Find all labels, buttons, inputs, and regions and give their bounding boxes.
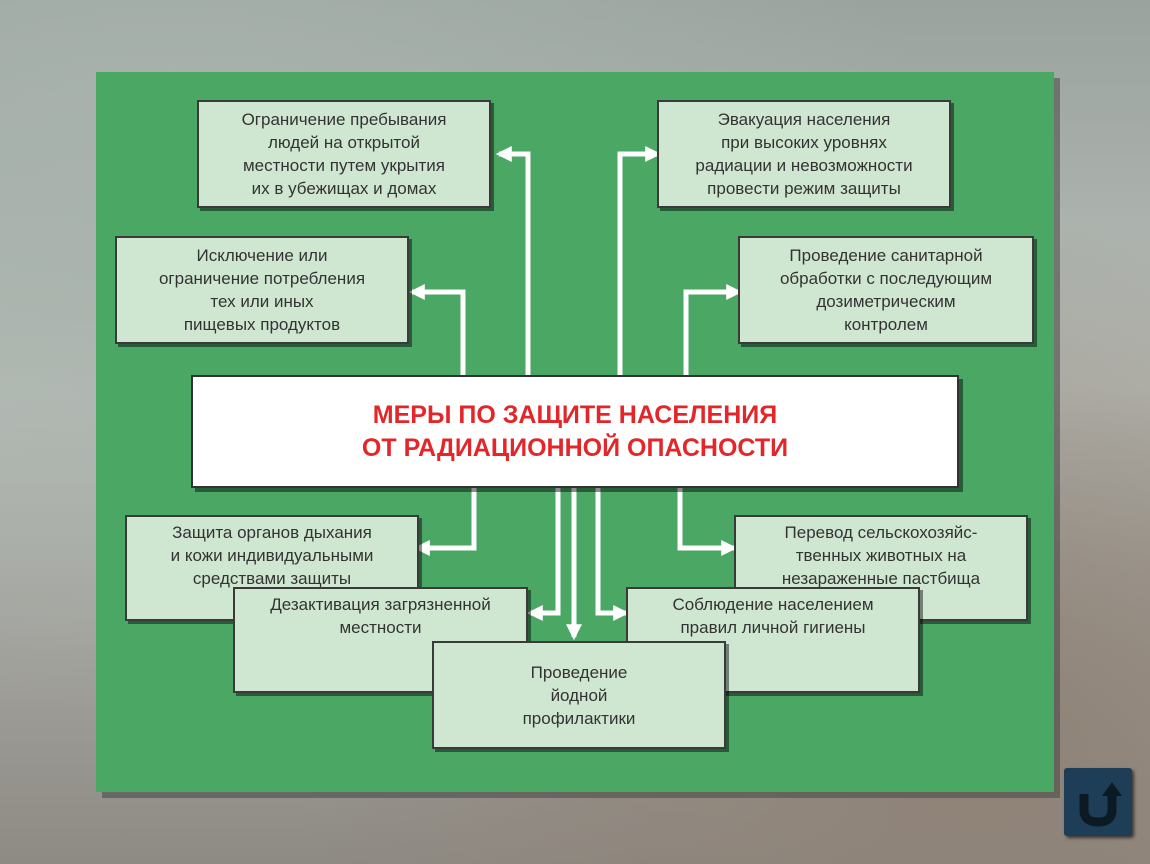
arrow-to-livestock	[677, 488, 738, 557]
box-shelter: Ограничение пребывания людей на открытой…	[197, 100, 491, 208]
box-respiratory-text: Защита органов дыхания и кожи индивидуал…	[170, 523, 374, 588]
box-iodine-text: Проведение йодной профилактики	[522, 662, 636, 728]
connector-arrows	[408, 145, 743, 641]
box-sanitary-text: Проведение санитарной обработки с послед…	[779, 246, 993, 334]
arrow-to-decontamination	[526, 488, 561, 622]
center-title-box: МЕРЫ ПО ЗАЩИТЕ НАСЕЛЕНИЯ ОТ РАДИАЦИОННОЙ…	[191, 375, 959, 488]
box-food: Исключение или ограничение потребления т…	[115, 236, 409, 344]
arrow-to-respiratory	[413, 488, 477, 557]
arrow-to-shelter	[495, 145, 531, 375]
box-livestock-text: Перевод сельскохозяйс- твенных животных …	[781, 523, 981, 588]
return-arrow-icon	[1079, 782, 1122, 827]
arrow-to-hygiene	[595, 488, 630, 622]
box-shelter-text: Ограничение пребывания людей на открытой…	[241, 110, 447, 198]
arrow-to-sanitary	[683, 283, 743, 375]
arrow-to-evacuation	[617, 145, 662, 375]
center-title: МЕРЫ ПО ЗАЩИТЕ НАСЕЛЕНИЯ ОТ РАДИАЦИОННОЙ…	[361, 400, 789, 462]
box-food-text: Исключение или ограничение потребления т…	[158, 246, 366, 334]
box-decontamination-text: Дезактивация загрязненной местности	[270, 595, 491, 637]
box-decontamination: Дезактивация загрязненной местности	[233, 587, 528, 693]
box-sanitary: Проведение санитарной обработки с послед…	[738, 236, 1034, 344]
box-evacuation: Эвакуация населения при высоких уровнях …	[657, 100, 951, 208]
box-iodine: Проведение йодной профилактики	[432, 641, 726, 749]
return-button[interactable]	[1064, 768, 1132, 836]
box-evacuation-text: Эвакуация населения при высоких уровнях …	[695, 110, 913, 198]
diagram-panel: Ограничение пребывания людей на открытой…	[96, 72, 1054, 792]
arrow-to-food	[408, 283, 466, 375]
box-hygiene-text: Соблюдение населением правил личной гиги…	[672, 595, 874, 637]
